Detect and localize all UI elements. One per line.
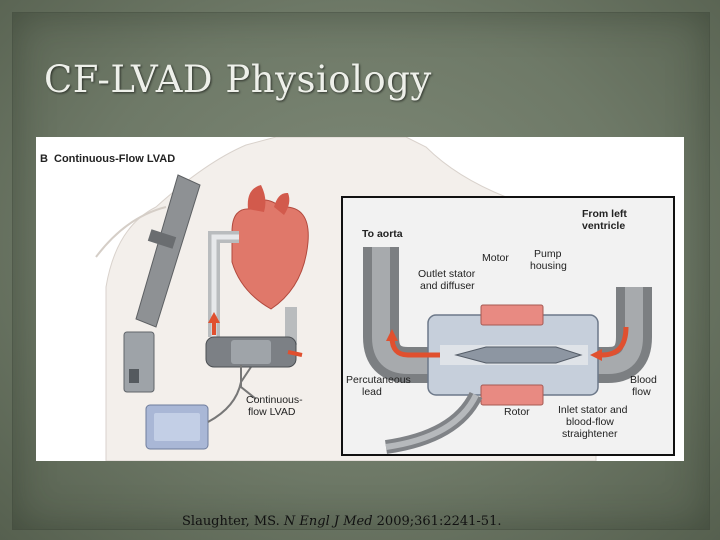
percutaneous-lead-label-line2: lead (362, 386, 382, 398)
lvad-pump-graft (205, 231, 303, 400)
motor-label: Motor (482, 252, 509, 264)
inlet-stator-label-line3: straightener (562, 428, 618, 440)
from-ventricle-label-line2: ventricle (582, 220, 625, 232)
percutaneous-lead-label-line1: Percutaneous (346, 374, 411, 386)
outlet-stator-label-line2: and diffuser (420, 280, 475, 292)
lvad-figure: B Continuous-Flow LVAD (36, 137, 684, 461)
from-ventricle-label-line1: From left (582, 208, 627, 220)
panel-letter: B (40, 153, 48, 165)
panel-title: Continuous-Flow LVAD (54, 153, 175, 165)
controller-unit (145, 366, 252, 450)
lvad-diagram: B Continuous-Flow LVAD (40, 137, 675, 461)
blood-flow-label-line2: flow (632, 386, 651, 398)
inlet-stator-label-line1: Inlet stator and (558, 404, 628, 416)
pump-housing-label-line2: housing (530, 260, 567, 272)
outlet-stator-label-line1: Outlet stator (418, 268, 476, 280)
device-label-line1: Continuous- (246, 394, 303, 406)
device-label-line2: flow LVAD (248, 406, 296, 418)
citation-details: 2009;361:2241-51. (372, 514, 502, 529)
citation-journal: N Engl J Med (283, 514, 373, 529)
pump-housing-label-line1: Pump (534, 248, 562, 260)
inlet-stator-label-line2: blood-flow (566, 416, 614, 428)
slide-frame (12, 12, 710, 530)
slide-title: CF-LVAD Physiology (44, 58, 432, 101)
blood-flow-label-line1: Blood (630, 374, 657, 386)
to-aorta-label: To aorta (362, 228, 403, 240)
citation: Slaughter, MS. N Engl J Med 2009;361:224… (182, 514, 501, 529)
pump-cross-section-inset (341, 196, 675, 456)
heart (231, 185, 309, 310)
rotor-label: Rotor (504, 406, 530, 418)
belt-strap (123, 174, 201, 393)
citation-authors: Slaughter, MS. (182, 514, 284, 529)
